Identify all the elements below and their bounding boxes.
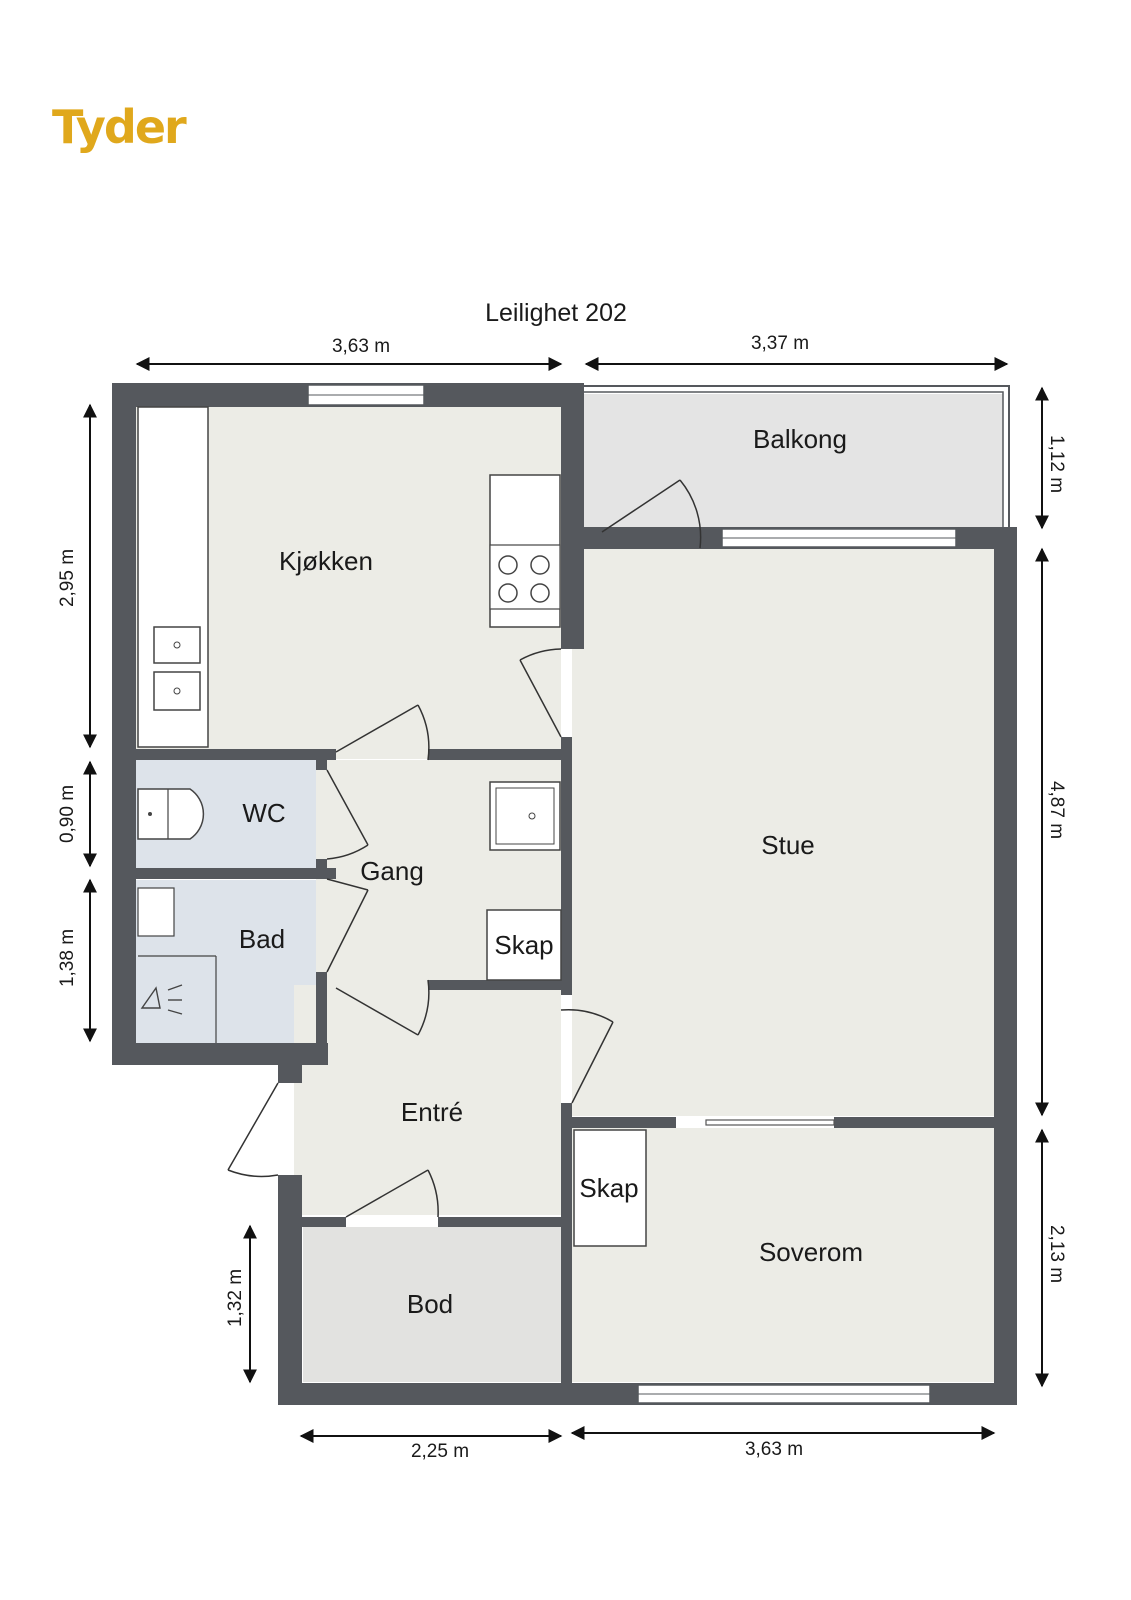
washbasin-icon: [137, 887, 175, 937]
room-label-bad: Bad: [239, 924, 285, 954]
kitchen-fixtures: [137, 406, 561, 748]
room-label-wc: WC: [242, 798, 285, 828]
closet-gang: [486, 909, 562, 981]
room-label-stue: Stue: [761, 830, 815, 860]
dim-label-bottom-right: 3,63 m: [745, 1439, 803, 1460]
door-entre-stue: [560, 1008, 614, 1104]
toilet-icon: [137, 788, 205, 840]
balkong-floor: [584, 394, 1003, 528]
entre-floor: [294, 985, 561, 1215]
stue-floor: [572, 549, 994, 1116]
door-gang-entre: [335, 979, 430, 1036]
dim-label-right-stue: 4,87 m: [1046, 781, 1067, 839]
dim-label-top-left: 3,63 m: [332, 336, 390, 357]
door-balkong: [601, 479, 702, 549]
door-wc: [326, 769, 369, 860]
door-kjokken-stue: [519, 648, 562, 738]
door-bod: [345, 1169, 439, 1218]
brand-logo: Tyder: [52, 100, 187, 154]
doors: [227, 479, 702, 1218]
sink-icon: [153, 626, 201, 664]
dim-label-left-kjokken: 2,95 m: [57, 549, 78, 607]
balkong-rail-inner: [584, 391, 1004, 528]
dimension-lines: [83, 357, 1049, 1443]
closet-soverom: [573, 1129, 647, 1247]
door-kjokken-gang: [335, 704, 430, 761]
door-bad: [326, 878, 369, 973]
dim-label-top-right: 3,37 m: [751, 333, 809, 354]
balkong-rail: [584, 385, 1010, 528]
room-label-skap-soverom: Skap: [579, 1173, 638, 1203]
room-label-kjokken: Kjøkken: [279, 546, 373, 576]
dim-label-right-soverom: 2,13 m: [1046, 1225, 1067, 1283]
sliding-door-soverom: [705, 1119, 835, 1126]
sink-icon: [153, 671, 201, 711]
dim-label-left-bod: 1,32 m: [225, 1269, 246, 1327]
room-label-soverom: Soverom: [759, 1237, 863, 1267]
dim-label-left-bad: 1,38 m: [57, 929, 78, 987]
plan-title: Leilighet 202: [485, 299, 627, 327]
door-inngang: [227, 1082, 279, 1178]
dim-label-bottom-left: 2,25 m: [411, 1441, 469, 1462]
room-label-gang: Gang: [360, 856, 424, 886]
shower-icon: [140, 984, 183, 1015]
room-label-entre: Entré: [401, 1097, 463, 1127]
dim-label-left-wc: 0,90 m: [57, 785, 78, 843]
utility-sink-icon: [489, 781, 561, 851]
dim-label-right-balkong: 1,12 m: [1046, 435, 1067, 493]
room-label-balkong: Balkong: [753, 424, 847, 454]
windows: [307, 384, 957, 1404]
bod-floor: [303, 1227, 561, 1382]
room-label-bod: Bod: [407, 1289, 453, 1319]
room-label-skap-gang: Skap: [494, 930, 553, 960]
bathroom-fixtures: [137, 887, 217, 1043]
floors: [135, 394, 1003, 1382]
